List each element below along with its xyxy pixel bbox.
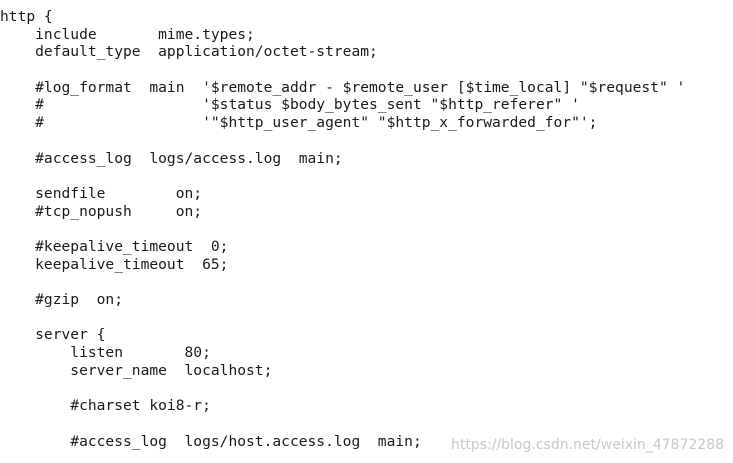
code-line [0,415,733,433]
code-line: server { [0,326,106,344]
code-line: # '$status $body_bytes_sent "$http_refer… [0,96,580,114]
code-line [0,379,733,397]
watermark-text: https://blog.csdn.net/weixin_47872288 [450,437,724,453]
code-line: #gzip on; [0,291,124,308]
code-line: #charset koi8-r; [0,397,211,415]
code-line: listen 80; [0,344,211,362]
code-line: #keepalive_timeout 0; [0,237,229,255]
code-line [0,273,733,291]
code-line [0,167,733,185]
code-editor: http { include mime.types; default_type … [0,8,733,463]
code-line: #access_log logs/host.access.log main; [0,432,422,450]
code-line: server_name localhost; [0,361,273,379]
code-line: # '"$http_user_agent" "$http_x_forwarded… [0,114,598,132]
code-line: include mime.types; [0,25,255,43]
code-line [0,132,733,150]
code-line: keepalive_timeout 65; [0,255,229,273]
code-line [0,220,733,238]
code-line: sendfile on; [0,184,203,202]
code-line: default_type application/octet-stream; [0,43,378,61]
code-line [0,61,733,79]
code-line: #log_format main '$remote_addr - $remote… [0,78,686,96]
code-line: #tcp_nopush on; [0,202,203,220]
code-line [0,309,733,327]
code-line: #access_log logs/access.log main; [0,149,343,167]
code-line: http { [0,8,53,25]
